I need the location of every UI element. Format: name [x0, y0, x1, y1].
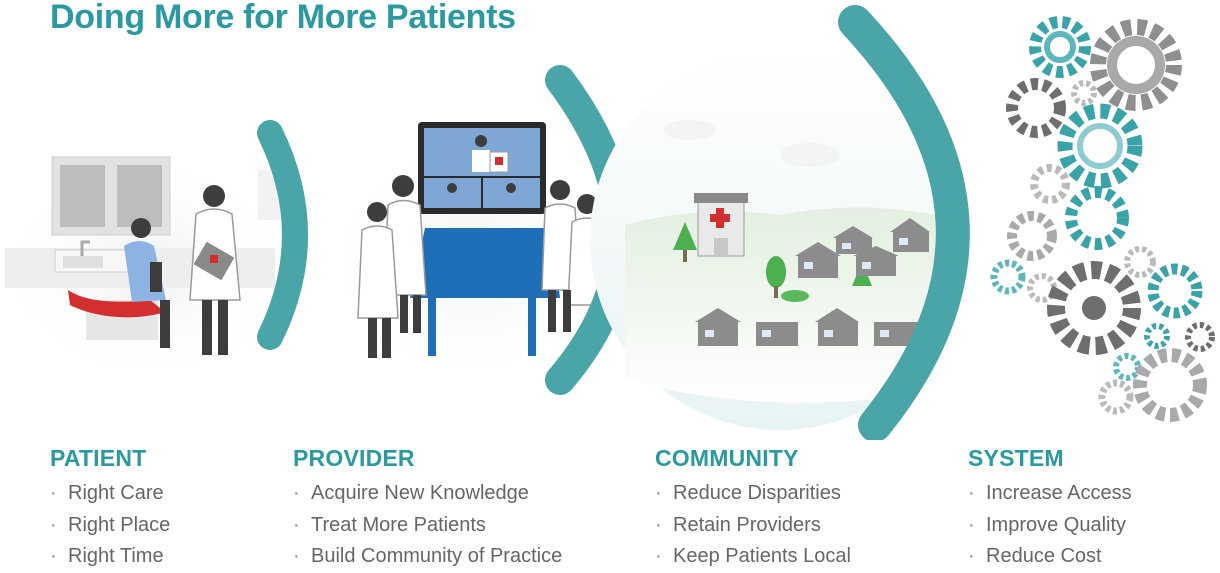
section-system: SYSTEM Increase Access Improve Quality R…	[968, 445, 1132, 573]
list-item: Increase Access	[968, 478, 1132, 510]
list-item: Right Place	[50, 510, 170, 542]
section-provider: PROVIDER Acquire New Knowledge Treat Mor…	[293, 445, 562, 573]
list-item: Keep Patients Local	[655, 541, 851, 573]
list-item: Improve Quality	[968, 510, 1132, 542]
arc-connector-icon	[838, 5, 970, 440]
gears-illustration	[990, 16, 1215, 422]
section-heading: PATIENT	[50, 445, 147, 471]
section-heading: COMMUNITY	[655, 445, 799, 471]
list-item: Reduce Disparities	[655, 478, 851, 510]
list-item: Right Care	[50, 478, 170, 510]
section-heading: PROVIDER	[293, 445, 415, 471]
list-item: Build Community of Practice	[293, 541, 562, 573]
arc-connector-icon	[257, 120, 308, 350]
list-item: Reduce Cost	[968, 541, 1132, 573]
village-illustration	[590, 50, 970, 430]
telemedicine-meeting-illustration	[320, 122, 620, 390]
list-item: Right Time	[50, 541, 170, 573]
exam-room-illustration	[0, 150, 310, 390]
list-item: Treat More Patients	[293, 510, 562, 542]
list-item: Acquire New Knowledge	[293, 478, 562, 510]
section-community: COMMUNITY Reduce Disparities Retain Prov…	[655, 445, 851, 573]
page-title: Doing More for More Patients	[50, 0, 516, 36]
list-item: Retain Providers	[655, 510, 851, 542]
section-heading: SYSTEM	[968, 445, 1064, 471]
section-patient: PATIENT Right Care Right Place Right Tim…	[50, 445, 170, 573]
illustration-canvas	[0, 5, 1215, 440]
